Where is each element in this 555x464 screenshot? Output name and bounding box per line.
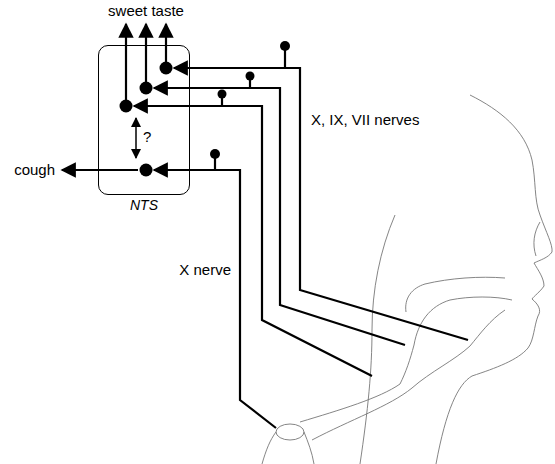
- region-label: NTS: [130, 197, 158, 213]
- nts-region: NTS: [98, 45, 190, 195]
- neuron-wiring: [62, 24, 468, 428]
- neuron-dots: [120, 41, 291, 177]
- text-label: X, IX, VII nerves: [310, 112, 420, 129]
- text-label: sweet taste: [107, 3, 185, 20]
- text-label: cough: [13, 162, 56, 179]
- head-profile: [262, 95, 552, 464]
- text-label: ?: [142, 129, 152, 146]
- text-label: X nerve: [178, 262, 232, 279]
